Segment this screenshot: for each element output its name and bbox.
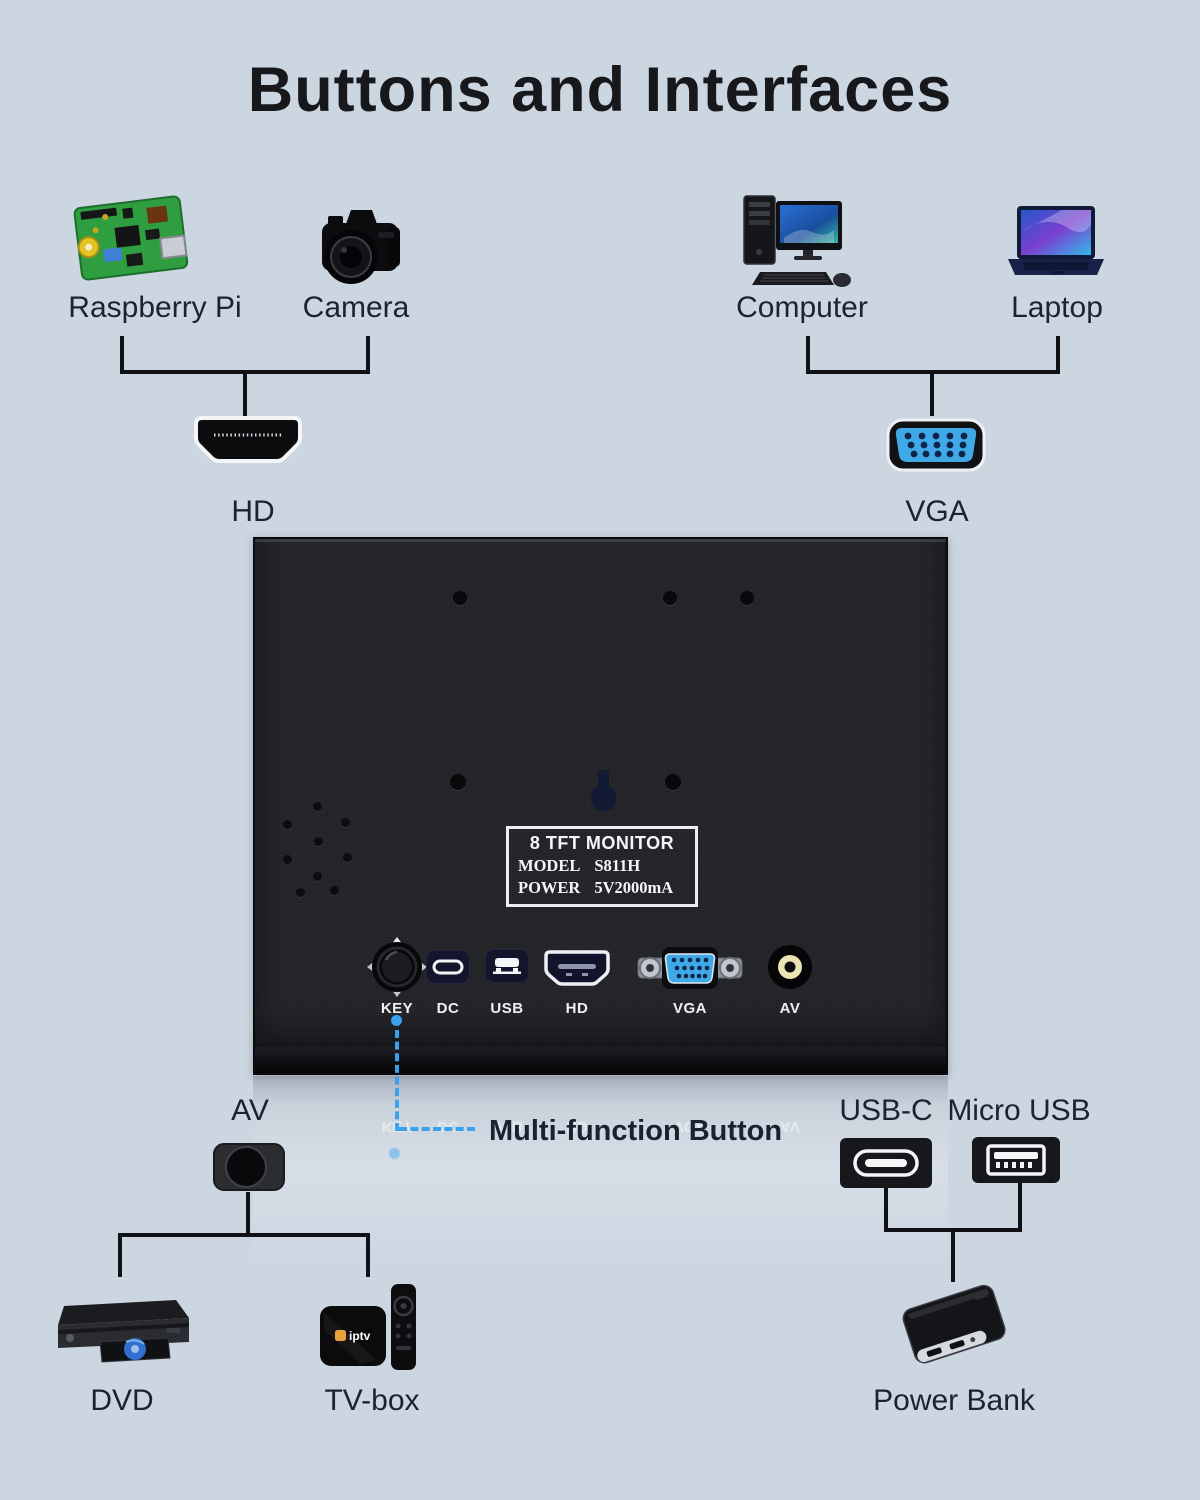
dc-port[interactable]: [425, 949, 471, 985]
spec-plate-title: 8 TFT MONITOR: [529, 833, 675, 853]
key-callout-dot-reflection: [389, 1148, 400, 1159]
speaker-hole: [314, 837, 323, 846]
usb-c-connector-icon: [840, 1138, 932, 1188]
mount-hole: [665, 774, 681, 790]
connector-line: [884, 1188, 888, 1232]
power-bank-label: Power Bank: [873, 1384, 1035, 1417]
port-label-dc: DC: [436, 1000, 460, 1017]
connector-line: [1056, 336, 1060, 374]
spec-model-value: S811H: [594, 856, 641, 875]
connector-line: [806, 336, 810, 374]
spec-power-value: 5V2000mA: [594, 878, 674, 897]
spec-model-label: MODEL: [518, 856, 581, 875]
multi-function-button-label: Multi-function Button: [489, 1115, 783, 1147]
callout-dashed-line: [399, 1127, 475, 1131]
speaker-hole: [330, 886, 339, 895]
speaker-hole: [283, 855, 292, 864]
vga-port[interactable]: [636, 945, 744, 991]
callout-dashed-line: [395, 1030, 399, 1131]
mount-hole: [450, 774, 466, 790]
port-label-av: AV: [779, 1000, 801, 1017]
tv-box-image: iptv: [320, 1284, 416, 1370]
speaker-hole: [296, 888, 305, 897]
computer-label: Computer: [736, 291, 868, 324]
connector-line: [366, 1237, 370, 1277]
dvd-label: DVD: [90, 1384, 154, 1417]
desktop-computer-image: [743, 195, 851, 287]
raspberry-pi-image: [73, 195, 189, 281]
connector-line: [1018, 1183, 1022, 1232]
port-label-key: KEY: [380, 1000, 414, 1017]
mount-hole: [453, 591, 467, 605]
tv-box-label: TV-box: [324, 1384, 420, 1417]
connector-line: [246, 1192, 250, 1237]
usb-port[interactable]: [484, 948, 530, 984]
connector-line: [366, 336, 370, 374]
connector-line: [118, 1237, 122, 1277]
hdmi-connector-icon: [194, 416, 302, 463]
hd-port[interactable]: [542, 947, 612, 989]
spec-plate: 8 TFT MONITOR MODEL S811H POWER 5V2000mA: [506, 826, 698, 907]
speaker-hole: [313, 802, 322, 811]
micro-usb-label: Micro USB: [947, 1094, 1091, 1127]
reflected-port-label: AV: [780, 1118, 800, 1135]
connector-line: [118, 1233, 370, 1237]
speaker-hole: [283, 820, 292, 829]
connector-line: [120, 336, 124, 374]
page-title: Buttons and Interfaces: [247, 55, 953, 125]
key-joystick-button[interactable]: [365, 935, 429, 999]
connector-line: [243, 374, 247, 416]
tv-box-logo: iptv: [349, 1329, 371, 1343]
av-jack-icon: [213, 1143, 285, 1191]
key-callout-dot: [391, 1015, 402, 1026]
vga-connector-label: VGA: [905, 495, 969, 528]
mount-hole: [663, 591, 677, 605]
speaker-hole: [341, 818, 350, 827]
power-bank-image: [902, 1284, 1006, 1364]
connector-line: [884, 1228, 1022, 1232]
connector-line: [951, 1232, 955, 1282]
laptop-label: Laptop: [1011, 291, 1103, 324]
camera-image: [322, 210, 400, 284]
laptop-image: [1008, 206, 1104, 275]
connector-line: [806, 370, 1060, 374]
port-label-usb: USB: [490, 1000, 524, 1017]
av-connector-label: AV: [231, 1094, 269, 1127]
camera-label: Camera: [302, 291, 410, 324]
speaker-hole: [343, 853, 352, 862]
av-port[interactable]: [766, 943, 814, 991]
connector-line: [120, 370, 370, 374]
usb-c-label: USB-C: [839, 1094, 933, 1127]
monitor-bottom-bezel: [255, 1047, 946, 1073]
keyhole-mount: [590, 770, 617, 811]
connector-line: [930, 374, 934, 416]
micro-usb-connector-icon: [972, 1137, 1060, 1183]
hd-connector-label: HD: [231, 495, 275, 528]
port-label-hd: HD: [565, 1000, 589, 1017]
spec-power-label: POWER: [518, 878, 581, 897]
dvd-player-image: [58, 1300, 189, 1363]
raspberry-pi-label: Raspberry Pi: [68, 291, 242, 324]
vga-connector-icon: [886, 418, 986, 472]
mount-hole: [740, 591, 754, 605]
speaker-hole: [313, 872, 322, 881]
port-label-vga: VGA: [672, 1000, 708, 1017]
